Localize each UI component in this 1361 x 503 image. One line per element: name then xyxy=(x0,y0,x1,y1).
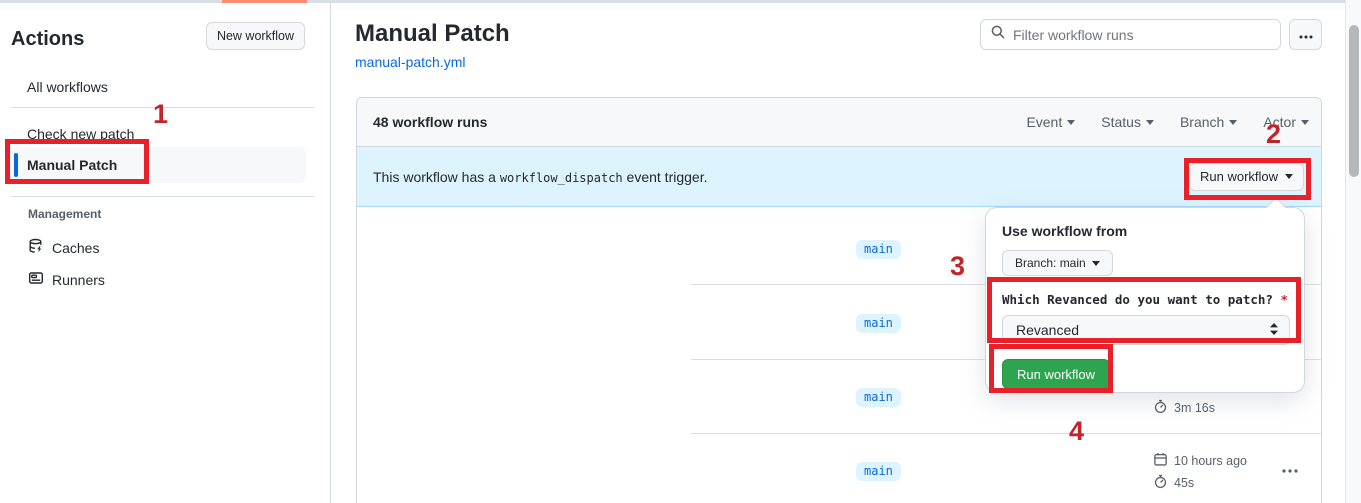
workflow-run-row[interactable]: main 10 hours ago 45s xyxy=(357,433,1321,503)
workflow-file-link[interactable]: manual-patch.yml xyxy=(355,54,466,70)
sidebar-title: Actions xyxy=(11,28,85,50)
page-title: Manual Patch xyxy=(355,20,510,47)
kebab-icon xyxy=(1282,460,1298,477)
workflows-sidebar: Actions New workflow All workflows Check… xyxy=(0,3,330,503)
workflow-dispatch-banner: This workflow has a workflow_dispatch ev… xyxy=(357,147,1321,207)
page-scrollbar-thumb[interactable] xyxy=(1349,25,1359,177)
chevron-down-icon xyxy=(1091,260,1100,266)
server-icon xyxy=(28,270,44,289)
filter-actor-dropdown[interactable]: Actor xyxy=(1263,114,1309,130)
run-row-more-options-button[interactable] xyxy=(1282,460,1298,478)
use-workflow-from-label: Use workflow from xyxy=(1002,223,1128,239)
sidebar-item-manual-patch[interactable] xyxy=(10,147,306,183)
branch-badge[interactable]: main xyxy=(856,388,901,407)
selected-indicator-bar xyxy=(14,153,18,177)
sidebar-divider xyxy=(11,196,314,197)
banner-text: This workflow has a workflow_dispatch ev… xyxy=(373,168,708,185)
run-date: 10 hours ago xyxy=(1153,452,1247,470)
chevron-down-icon xyxy=(1067,119,1076,125)
sidebar-item-runners-label[interactable]: Runners xyxy=(52,271,105,288)
run-workflow-submit-button[interactable]: Run workflow xyxy=(1002,359,1111,389)
sidebar-item-all-workflows[interactable]: All workflows xyxy=(27,79,108,95)
filter-branch-dropdown[interactable]: Branch xyxy=(1180,114,1238,130)
calendar-icon xyxy=(1153,452,1168,470)
branch-badge[interactable]: main xyxy=(856,462,901,481)
workflow-input-label: Which Revanced do you want to patch? * xyxy=(1002,292,1288,307)
runs-filter-bar: Event Status Branch Actor xyxy=(1026,114,1309,130)
kebab-icon xyxy=(1299,28,1313,42)
stopwatch-icon xyxy=(1153,474,1168,492)
workflow-runs-panel: 48 workflow runs Event Status Branch Act… xyxy=(356,97,1322,503)
page-more-options-button[interactable] xyxy=(1289,19,1322,50)
filter-event-dropdown[interactable]: Event xyxy=(1026,114,1076,130)
updown-chevrons-icon xyxy=(1269,322,1279,339)
branch-badge[interactable]: main xyxy=(856,240,901,259)
actions-tab-accent xyxy=(222,0,307,4)
page-top-border xyxy=(0,0,1361,3)
row-divider xyxy=(691,433,1321,434)
workflow-dispatch-code: workflow_dispatch xyxy=(499,170,623,185)
revanced-select-value: Revanced xyxy=(1016,322,1080,338)
runs-list-header: 48 workflow runs Event Status Branch Act… xyxy=(357,98,1321,147)
required-marker: * xyxy=(1280,292,1288,307)
revanced-select[interactable]: Revanced xyxy=(1002,315,1290,345)
chevron-down-icon xyxy=(1229,119,1238,125)
stopwatch-icon xyxy=(1153,399,1168,417)
sidebar-item-check-new-patch[interactable]: Check new patch xyxy=(27,126,135,142)
workflow-run-row[interactable]: main xyxy=(357,207,1321,284)
branch-selector-button[interactable]: Branch: main xyxy=(1002,250,1113,276)
filter-workflow-runs-field[interactable] xyxy=(980,19,1281,50)
workflow-runs-count: 48 workflow runs xyxy=(373,114,488,130)
new-workflow-button[interactable]: New workflow xyxy=(206,22,305,50)
database-icon xyxy=(28,238,44,257)
chevron-down-icon xyxy=(1301,119,1309,125)
page-scrollbar-track[interactable] xyxy=(1345,0,1361,503)
sidebar-item-runners[interactable]: Runners xyxy=(28,270,105,289)
chevron-down-icon xyxy=(1145,119,1154,125)
sidebar-right-border xyxy=(330,3,331,503)
filter-workflow-runs-input[interactable] xyxy=(1013,26,1280,43)
branch-badge[interactable]: main xyxy=(856,314,901,333)
sidebar-divider xyxy=(11,107,314,108)
sidebar-item-manual-patch-label[interactable]: Manual Patch xyxy=(27,157,118,173)
search-icon xyxy=(990,24,1006,45)
sidebar-item-caches-label[interactable]: Caches xyxy=(52,239,100,256)
chevron-down-icon xyxy=(1285,174,1294,179)
run-workflow-dropdown-button[interactable]: Run workflow xyxy=(1189,162,1304,191)
filter-status-dropdown[interactable]: Status xyxy=(1101,114,1154,130)
run-duration: 45s xyxy=(1153,474,1194,492)
sidebar-item-caches[interactable]: Caches xyxy=(28,238,99,257)
management-section-label: Management xyxy=(28,207,102,221)
run-duration: 3m 16s xyxy=(1153,399,1215,417)
run-workflow-dialog: Use workflow from Branch: main Which Rev… xyxy=(985,197,1305,393)
